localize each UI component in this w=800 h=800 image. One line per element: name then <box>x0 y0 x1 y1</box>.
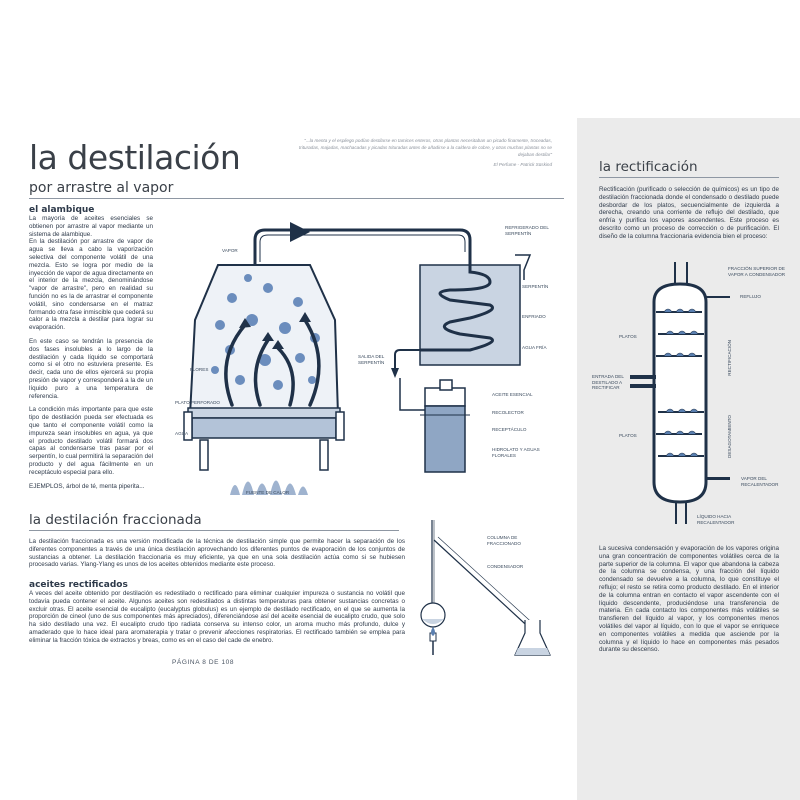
quote-text: "...la menta y el espliego podían destil… <box>298 138 552 157</box>
label-vapor-recalentador: VAPOR DEL RECALENTADOR <box>741 476 779 487</box>
alambique-paragraph: En la destilación por arrastre de vapor … <box>29 238 153 332</box>
rectificacion-body: La sucesiva condensación y evaporación d… <box>599 545 779 654</box>
fraccionada-divider <box>29 530 399 531</box>
label-salida: SALIDA DEL SERPENTÍN <box>358 354 385 365</box>
label-flores: FLORES <box>190 367 209 372</box>
label-enfriado: ENFRIADO <box>522 314 546 319</box>
alambique-heading: el alambique <box>29 205 95 215</box>
label-platos-inferior: PLATOS <box>619 433 637 438</box>
alambique-body: La mayoría de aceites esenciales se obti… <box>29 215 153 496</box>
quote-source: El Perfume - Patrick Süskind <box>493 162 552 167</box>
label-aceite: ACEITE ESENCIAL <box>492 392 533 397</box>
label-entrada: ENTRADA DEL DESTILADO A RECTIFICAR <box>592 374 624 391</box>
rectificacion-divider <box>599 177 779 178</box>
rectificacion-intro: Rectificación (purificado o selección de… <box>599 186 779 240</box>
label-refrigerado: REFRIGERADO DEL SERPENTÍN <box>505 225 549 236</box>
fraccionada-title: la destilación fraccionada <box>29 512 202 528</box>
label-reflujo: REFLUJO <box>740 294 761 299</box>
rectificacion-title: la rectificación <box>599 159 698 175</box>
title-divider <box>29 198 564 199</box>
label-vapor: VAPOR <box>222 248 238 253</box>
label-fuente: FUENTE DE CALOR <box>246 490 290 495</box>
alambique-examples: EJEMPLOS, árbol de té, menta piperita... <box>29 482 145 490</box>
alambique-paragraph: En este caso se tendrán la presencia de … <box>29 337 153 400</box>
label-liquido-recalentador: LÍQUIDO HACIA RECALENTADOR <box>697 514 735 525</box>
fractional-apparatus-diagram <box>420 520 551 656</box>
label-columna: COLUMNA DE FRACCIONADO <box>487 535 521 546</box>
label-plato-perforado: PLATO PERFORADO <box>175 400 221 405</box>
rectification-column-diagram <box>630 262 730 524</box>
label-fraccion-superior: FRACCIÓN SUPERIOR DE VAPOR A CONDENSADOR <box>728 266 786 277</box>
epigraph-quote: "...la menta y el espliego podían destil… <box>290 137 552 168</box>
page-title: la destilación <box>29 138 241 177</box>
page-subtitle: por arrastre al vapor <box>29 180 174 196</box>
label-desagotamiento: DESAGOTAMIENTO <box>727 415 732 458</box>
label-agua-fria: AGUA FRÍA <box>522 345 547 350</box>
rectificados-heading: aceites rectificados <box>29 580 128 590</box>
label-agua: AGUA <box>175 431 189 436</box>
alambique-paragraph: La condición más importante para que est… <box>29 406 153 476</box>
label-hidrolato: HIDROLATO Y AGUAS FLORALES <box>492 447 540 458</box>
label-condensador: CONDENSADOR <box>487 564 524 569</box>
page-number: PÁGINA 8 DE 108 <box>172 659 235 666</box>
label-rectificacion: RECTIFICACIÓN <box>727 340 732 376</box>
label-recolector: RECOLECTOR <box>492 410 524 415</box>
alambique-paragraph: La mayoría de aceites esenciales se obti… <box>29 215 153 238</box>
label-serpentin: SERPENTÍN <box>522 284 549 289</box>
rectificados-body: A veces del aceite obtenido por destilac… <box>29 590 405 644</box>
label-receptaculo: RECEPTÁCULO <box>492 427 527 432</box>
steam-distillation-diagram <box>183 222 532 495</box>
fraccionada-body: La destilación fraccionada es una versió… <box>29 538 405 569</box>
label-platos-superior: PLATOS <box>619 334 637 339</box>
